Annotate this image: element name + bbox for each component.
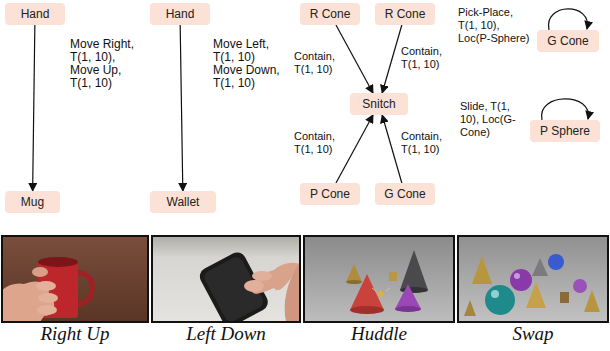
edge-label: Contain, T(1, 10) <box>401 45 451 71</box>
box-text: Hand <box>156 7 204 21</box>
object-box: Hand <box>150 3 210 25</box>
photo-shape <box>472 256 492 284</box>
photo-shape <box>197 249 271 322</box>
photo-shape <box>350 274 384 310</box>
edge-label: Pick-Place, T(1, 10), Loc(P-Sphere) <box>458 6 532 45</box>
wallet-photo <box>152 236 300 322</box>
photo-frame <box>2 236 148 322</box>
object-box: G Cone <box>537 30 599 52</box>
photo-shape <box>32 267 48 277</box>
photo-shape <box>304 236 454 322</box>
photo-shape <box>400 250 428 290</box>
photo-shape <box>285 262 300 322</box>
swap-scene <box>458 236 608 322</box>
photo-shape <box>372 288 376 291</box>
box-text: G Cone <box>381 187 429 201</box>
object-box: Snitch <box>350 93 408 115</box>
relation-arrow <box>548 9 587 30</box>
photo-shape <box>395 284 421 309</box>
mug-photo <box>2 236 148 322</box>
panel-caption: Huddle <box>307 323 451 345</box>
photo-shape <box>560 292 569 303</box>
edge-label: Slide, T(1, 10), Loc(G-Cone) <box>460 100 520 139</box>
edge-label: Move Right, T(1, 10), Move Up, T(1, 10) <box>70 38 140 90</box>
box-text: Mug <box>11 195 54 209</box>
panel-caption: Swap <box>461 323 605 345</box>
box-text: Snitch <box>356 97 402 111</box>
relation-arrow <box>542 99 589 120</box>
relation-arrow <box>180 25 183 191</box>
photo-shape <box>395 306 421 312</box>
photo-shape <box>378 291 384 297</box>
relation-arrow <box>33 25 35 191</box>
huddle-scene <box>304 236 454 322</box>
photo-shape <box>197 249 271 322</box>
photo-shape <box>38 293 58 303</box>
photo-shape <box>2 236 148 322</box>
object-box: P Cone <box>300 183 360 205</box>
photo-shape <box>346 280 362 284</box>
photo-shape <box>526 282 546 308</box>
object-box: G Cone <box>375 183 435 205</box>
edge-label: Contain, T(1, 10) <box>294 50 344 76</box>
edge-label: Move Left, T(1, 10) Move Down, T(1, 10) <box>213 38 283 90</box>
photo-shape <box>485 285 515 315</box>
photo-shape <box>244 280 264 292</box>
photo-shape <box>350 306 384 314</box>
photo-shape <box>36 281 56 291</box>
photo-shape <box>510 269 532 291</box>
box-text: G Cone <box>543 34 593 48</box>
photo-shape <box>532 258 548 276</box>
photo-shape <box>573 279 587 293</box>
relation-arrow <box>382 25 402 93</box>
box-text: P Cone <box>306 187 354 201</box>
photo-shape <box>491 290 499 298</box>
photo-frame <box>304 236 454 322</box>
object-box: Wallet <box>150 191 216 213</box>
photo-shape <box>548 254 564 270</box>
edge-label: Contain, T(1, 10) <box>294 130 344 156</box>
photo-shape <box>389 272 397 281</box>
photo-frame <box>152 236 300 322</box>
object-box: Hand <box>5 3 65 25</box>
edge-label: Contain, T(1, 10) <box>401 130 451 156</box>
photo-shape <box>37 305 57 315</box>
photo-shape <box>464 300 476 316</box>
box-text: R Cone <box>381 7 429 21</box>
photo-shape <box>514 273 520 279</box>
photo-shape <box>76 272 92 304</box>
panel-caption: Right Up <box>3 323 147 345</box>
photo-shape <box>386 288 390 291</box>
object-box: R Cone <box>300 3 360 25</box>
panel-caption: Left Down <box>154 323 298 345</box>
box-text: R Cone <box>306 7 354 21</box>
photo-frame <box>458 236 608 322</box>
box-text: Wallet <box>156 195 210 209</box>
object-box: P Sphere <box>530 120 600 142</box>
relation-arrow <box>382 115 402 183</box>
photo-shape <box>584 290 600 312</box>
photo-shape <box>252 271 272 281</box>
photo-shape <box>202 255 265 322</box>
photo-shape <box>346 264 362 282</box>
box-text: Hand <box>11 7 59 21</box>
photo-shape <box>38 257 78 267</box>
box-text: P Sphere <box>536 124 594 138</box>
object-box: Mug <box>5 191 60 213</box>
photo-shape <box>458 236 608 322</box>
object-box: R Cone <box>375 3 435 25</box>
